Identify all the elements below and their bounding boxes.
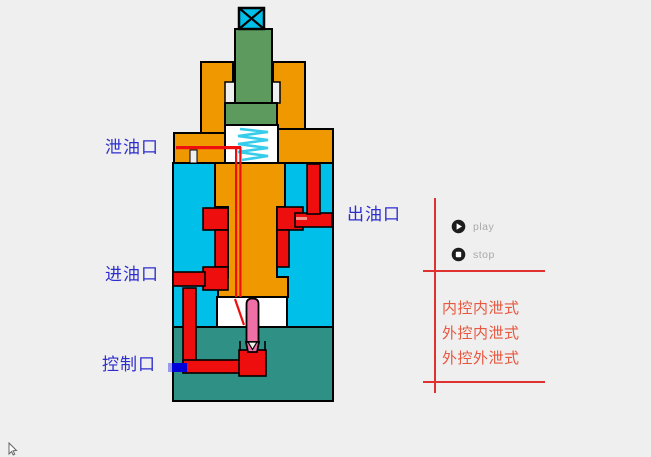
drain-line-vertical-left xyxy=(235,147,238,297)
inlet-port-groove-lower xyxy=(202,266,229,291)
panel-divider-bottom xyxy=(423,381,545,383)
drain-port-label: 泄油口 xyxy=(105,138,159,158)
adjust-stem-flange xyxy=(224,102,278,126)
drain-gap xyxy=(189,149,198,164)
spring-chamber xyxy=(224,124,279,164)
play-button-label: play xyxy=(473,220,495,233)
bonnet-base-right xyxy=(272,128,334,164)
stop-icon xyxy=(451,247,466,262)
panel-divider-top xyxy=(423,270,545,272)
control-port-marker xyxy=(168,363,187,372)
inlet-channel xyxy=(172,271,206,287)
knob-cross-line xyxy=(238,7,265,30)
menu-item-external-control-internal-drain[interactable]: 外控内泄式 xyxy=(442,324,520,342)
pilot-poppet-notch xyxy=(246,341,259,351)
drain-leak-line xyxy=(233,298,246,326)
control-port-label: 控制口 xyxy=(102,355,156,375)
pilot-poppet xyxy=(245,297,260,343)
control-channel-vertical xyxy=(182,287,197,366)
outlet-channel-vertical xyxy=(306,163,321,215)
play-button[interactable]: play xyxy=(451,219,494,234)
menu-item-internal-control-internal-drain[interactable]: 内控内泄式 xyxy=(442,299,520,317)
inlet-port-groove-neck xyxy=(214,229,229,268)
panel-divider-vertical xyxy=(434,198,436,393)
drain-line-vertical-right xyxy=(239,147,242,297)
outlet-flow-highlight xyxy=(296,217,307,220)
bonnet-notch-left xyxy=(224,81,236,104)
bonnet-notch-right xyxy=(271,81,281,104)
outlet-port-label: 出油口 xyxy=(347,205,401,225)
menu-item-external-control-external-drain[interactable]: 外控外泄式 xyxy=(442,349,520,367)
mouse-cursor-icon xyxy=(8,441,18,456)
play-icon xyxy=(451,219,466,234)
adjust-stem xyxy=(234,28,273,106)
outlet-port-groove-neck xyxy=(276,229,290,268)
control-port-marker-cap xyxy=(168,363,172,372)
drain-line-horizontal xyxy=(176,146,241,150)
control-channel-horizontal xyxy=(182,359,242,374)
stop-button-label: stop xyxy=(473,248,495,261)
pilot-seat-block xyxy=(238,349,267,377)
stop-button[interactable]: stop xyxy=(451,247,495,262)
inlet-port-groove-upper xyxy=(202,207,229,231)
inlet-port-label: 进油口 xyxy=(105,265,159,285)
spring-icon xyxy=(237,127,269,162)
